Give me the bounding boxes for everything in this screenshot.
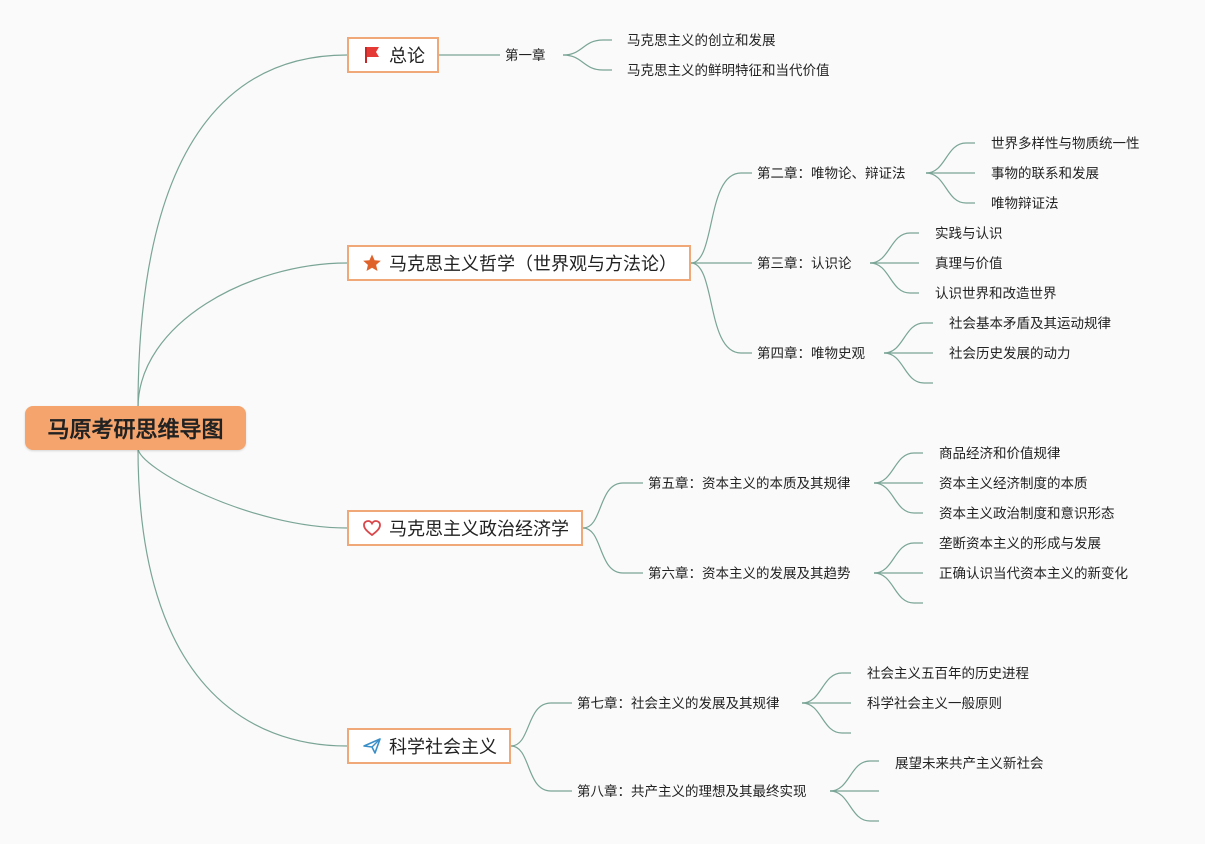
heart-icon <box>361 517 383 539</box>
leaf-connector <box>925 142 975 174</box>
leaf[interactable]: 垄断资本主义的形成与发展 <box>939 536 1101 552</box>
chapter-1[interactable]: 第一章 <box>505 48 546 64</box>
topic-label: 科学社会主义 <box>389 737 497 758</box>
chapter-2[interactable]: 第二章：唯物论、辩证法 <box>757 166 906 182</box>
leaf-connector <box>562 54 612 71</box>
chapter-3[interactable]: 第三章：认识论 <box>757 256 852 272</box>
leaf[interactable]: 马克思主义的鲜明特征和当代价值 <box>627 63 830 79</box>
leaf[interactable]: 展望未来共产主义新社会 <box>895 756 1044 772</box>
chapter-6[interactable]: 第六章：资本主义的发展及其趋势 <box>648 566 851 582</box>
leaf[interactable]: 马克思主义的创立和发展 <box>627 33 776 49</box>
topic-label: 总论 <box>389 46 425 67</box>
leaf[interactable]: 资本主义经济制度的本质 <box>939 476 1088 492</box>
leaf[interactable]: 正确认识当代资本主义的新变化 <box>939 566 1128 582</box>
leaf-connector <box>829 790 879 822</box>
topic-philosophy[interactable]: 马克思主义哲学（世界观与方法论） <box>347 245 691 281</box>
chapter-5[interactable]: 第五章：资本主义的本质及其规律 <box>648 476 851 492</box>
leaf[interactable]: 商品经济和价值规律 <box>939 446 1061 462</box>
leaf[interactable]: 社会历史发展的动力 <box>949 346 1071 362</box>
topic-label: 马克思主义哲学（世界观与方法论） <box>389 254 677 275</box>
topic-label: 马克思主义政治经济学 <box>389 519 569 540</box>
flag-icon <box>361 44 383 66</box>
chapter-8[interactable]: 第八章：共产主义的理想及其最终实现 <box>577 784 807 800</box>
root-connector <box>137 54 348 409</box>
leaf[interactable]: 唯物辩证法 <box>991 196 1059 212</box>
leaf-connector <box>869 232 919 264</box>
topic-scientific-socialism[interactable]: 科学社会主义 <box>347 728 511 764</box>
root-connector <box>137 262 348 409</box>
topic-overview[interactable]: 总论 <box>347 37 439 73</box>
leaf-connector <box>869 262 919 294</box>
chapter-7[interactable]: 第七章：社会主义的发展及其规律 <box>577 696 780 712</box>
leaf[interactable]: 事物的联系和发展 <box>991 166 1099 182</box>
leaf[interactable]: 科学社会主义一般原则 <box>867 696 1002 712</box>
leaf-connector <box>562 39 612 56</box>
topic-connector <box>582 482 643 529</box>
leaf-connector <box>925 172 975 204</box>
star-icon <box>361 252 383 274</box>
leaf[interactable]: 认识世界和改造世界 <box>935 286 1057 302</box>
leaf[interactable]: 社会基本矛盾及其运动规律 <box>949 316 1111 332</box>
leaf-connector <box>873 482 923 514</box>
root-connector <box>137 447 348 747</box>
root-title: 马原考研思维导图 <box>47 418 224 443</box>
topic-connector <box>510 702 572 747</box>
leaf-connector <box>829 760 879 792</box>
leaf[interactable]: 资本主义政治制度和意识形态 <box>939 506 1115 522</box>
leaf-connector <box>873 572 923 604</box>
leaf-connector <box>873 452 923 484</box>
leaf-connector <box>801 672 851 704</box>
leaf-connector <box>883 322 933 354</box>
paper-plane-icon <box>361 735 383 757</box>
leaf-connector <box>883 352 933 384</box>
topic-connector <box>582 527 643 574</box>
root-connector <box>137 447 348 529</box>
leaf[interactable]: 实践与认识 <box>935 226 1003 242</box>
topic-connector <box>690 172 752 264</box>
topic-political-economy[interactable]: 马克思主义政治经济学 <box>347 510 583 546</box>
topic-connector <box>510 745 572 792</box>
leaf[interactable]: 社会主义五百年的历史进程 <box>867 666 1029 682</box>
leaf-connector <box>801 702 851 734</box>
root-node[interactable]: 马原考研思维导图 <box>25 406 246 450</box>
leaf[interactable]: 世界多样性与物质统一性 <box>991 136 1140 152</box>
chapter-4[interactable]: 第四章：唯物史观 <box>757 346 865 362</box>
leaf[interactable]: 真理与价值 <box>935 256 1003 272</box>
topic-connector <box>690 262 752 354</box>
leaf-connector <box>873 542 923 574</box>
